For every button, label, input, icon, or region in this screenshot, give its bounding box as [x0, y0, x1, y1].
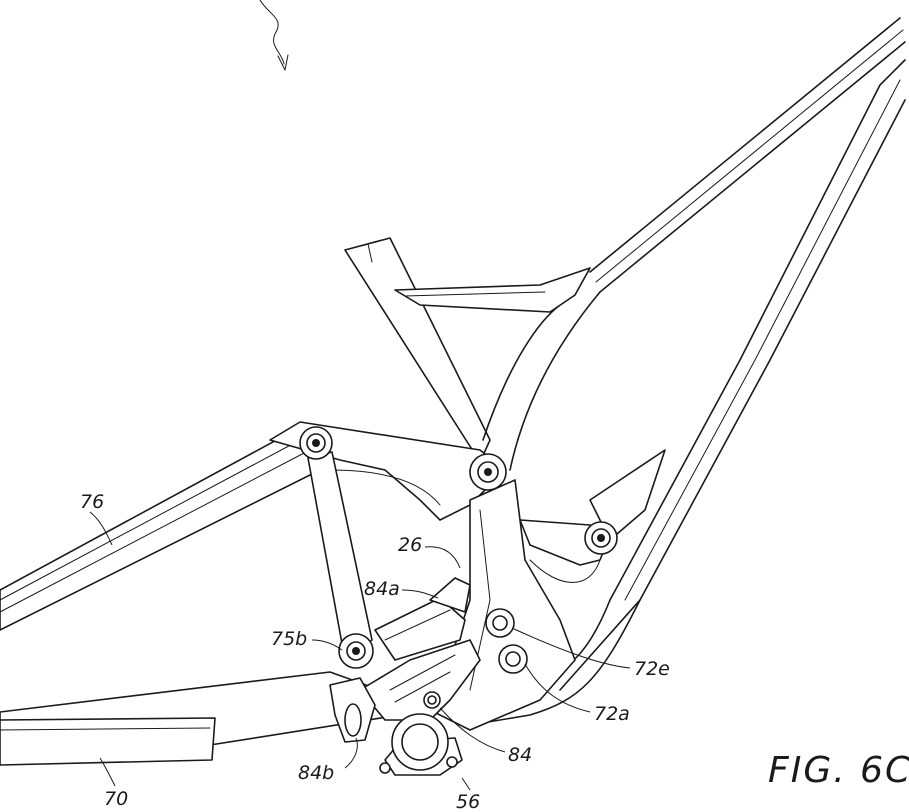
lower-link — [359, 639, 481, 721]
label-84: 84 — [508, 744, 532, 766]
label-75b: 75b — [271, 628, 307, 650]
label-84b: 84b — [298, 762, 334, 784]
label-76: 76 — [80, 491, 104, 513]
pivot-rocker-main — [469, 453, 507, 491]
chain-stay — [0, 671, 401, 766]
label-84a: 84a — [364, 578, 400, 600]
rear-strut — [307, 451, 373, 661]
pivot-lower-link — [423, 691, 441, 709]
label-56: 56 — [456, 791, 480, 812]
shock-absorber — [374, 577, 471, 661]
lower-clevis — [329, 677, 376, 743]
label-26: 26 — [398, 534, 422, 556]
figure-title: FIG. 6C — [768, 750, 909, 791]
bottom-bracket — [379, 713, 463, 776]
leader-lines — [89, 511, 631, 791]
seat-tube — [344, 237, 601, 471]
top-tube — [589, 17, 906, 293]
reference-labels: 76 26 84a 75b 72e 72a 84 84b 70 56 — [80, 491, 670, 812]
pivot-75b — [338, 633, 374, 669]
pivot-72a — [498, 644, 528, 674]
top-tube-gusset — [394, 267, 591, 313]
pivot-rocker-rear — [299, 426, 333, 460]
label-72e: 72e — [634, 658, 670, 680]
pivot-upper-right — [584, 521, 618, 555]
label-70: 70 — [104, 788, 128, 810]
seat-stay — [0, 429, 321, 631]
pivot-72e — [485, 608, 515, 638]
label-72a: 72a — [594, 703, 630, 725]
pivot-points — [299, 426, 618, 709]
reference-arrow — [259, 0, 289, 71]
